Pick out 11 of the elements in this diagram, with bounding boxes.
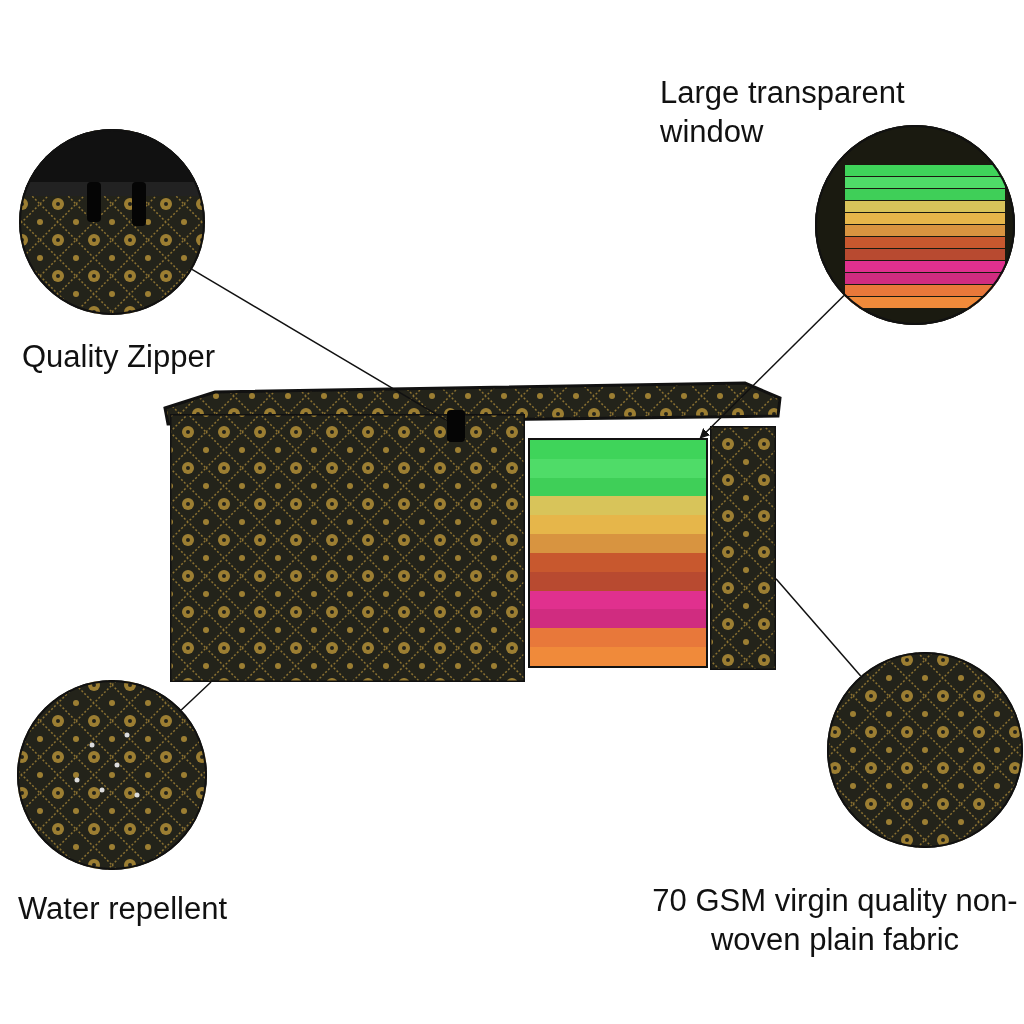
callout-label: Water repellent bbox=[18, 890, 229, 928]
leader-line bbox=[180, 681, 212, 711]
transparent-window bbox=[528, 438, 708, 668]
callout-label: Large transparent window bbox=[660, 74, 906, 151]
callout-label: Quality Zipper bbox=[22, 338, 216, 376]
leader-line bbox=[775, 577, 862, 677]
callout-label: 70 GSM virgin quality non-woven plain fabric bbox=[651, 882, 1019, 959]
leader-line bbox=[699, 294, 845, 439]
side-panel bbox=[710, 426, 776, 670]
leader-line bbox=[191, 268, 448, 422]
zipper-pull bbox=[447, 410, 465, 442]
